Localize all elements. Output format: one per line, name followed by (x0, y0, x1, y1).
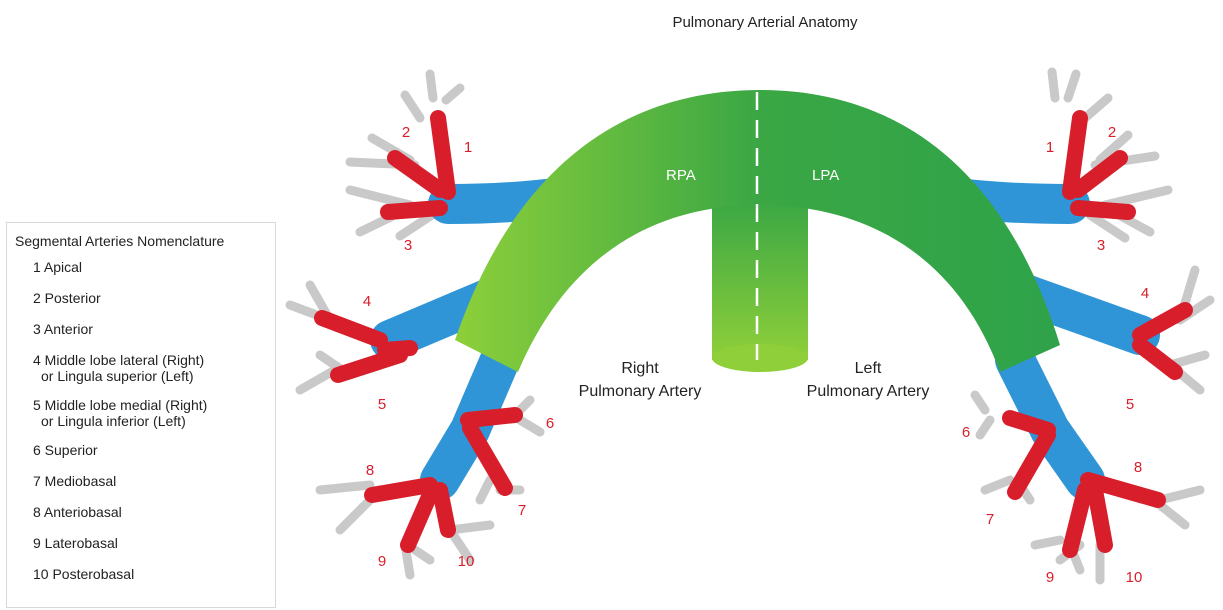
legend-title: Segmental Arteries Nomenclature (15, 233, 224, 249)
left-seg-7-label: 7 (986, 511, 994, 528)
rpa-label: RPA (666, 167, 696, 184)
legend-item: 8 Anteriobasal (33, 504, 207, 520)
lpa-label: LPA (812, 167, 839, 184)
legend-item-text: 4 Middle lobe lateral (Right) (33, 352, 204, 368)
legend-item-text: 2 Posterior (33, 290, 101, 306)
legend-item-text: 5 Middle lobe medial (Right) (33, 397, 207, 413)
legend-item: 10 Posterobasal (33, 566, 207, 582)
left-pa-label-line2: Pulmonary Artery (807, 383, 930, 400)
right-seg-1-label: 1 (464, 139, 472, 156)
left-seg-3-label: 3 (1097, 237, 1105, 254)
legend-item-text-line2: or Lingula inferior (Left) (33, 413, 207, 429)
legend-item: 4 Middle lobe lateral (Right)or Lingula … (33, 352, 207, 384)
left-pa-label-line1: Left (855, 360, 882, 377)
nomenclature-legend: Segmental Arteries Nomenclature 1 Apical… (6, 222, 276, 608)
legend-item-text: 10 Posterobasal (33, 566, 134, 582)
legend-item-text-line2: or Lingula superior (Left) (33, 368, 207, 384)
right-seg-9-label: 9 (378, 553, 386, 570)
right-seg-10-label: 10 (458, 553, 475, 570)
legend-item-text: 1 Apical (33, 259, 82, 275)
left-seg-6-label: 6 (962, 424, 970, 441)
left-seg-9-label: 9 (1046, 569, 1054, 586)
right-pa-label-line1: Right (621, 360, 659, 377)
left-seg-2-label: 2 (1108, 124, 1116, 141)
left-seg-10-label: 10 (1126, 569, 1143, 586)
legend-item: 6 Superior (33, 442, 207, 458)
left-seg-8-label: 8 (1134, 459, 1142, 476)
right-seg-7-label: 7 (518, 502, 526, 519)
pulmonary-trunk (455, 90, 1060, 372)
legend-list: 1 Apical 2 Posterior 3 Anterior 4 Middle… (33, 259, 207, 597)
legend-item-text: 3 Anterior (33, 321, 93, 337)
legend-item-text: 6 Superior (33, 442, 98, 458)
left-seg-5-label: 5 (1126, 396, 1134, 413)
left-seg-4-label: 4 (1141, 285, 1149, 302)
legend-item-text: 7 Mediobasal (33, 473, 116, 489)
right-seg-5-label: 5 (378, 396, 386, 413)
legend-item: 1 Apical (33, 259, 207, 275)
right-seg-2-label: 2 (402, 124, 410, 141)
left-seg-1-label: 1 (1046, 139, 1054, 156)
right-seg-8-label: 8 (366, 462, 374, 479)
legend-item-text: 8 Anteriobasal (33, 504, 122, 520)
legend-item: 9 Laterobasal (33, 535, 207, 551)
right-seg-3-label: 3 (404, 237, 412, 254)
legend-item: 7 Mediobasal (33, 473, 207, 489)
right-seg-4-label: 4 (363, 293, 371, 310)
legend-item: 3 Anterior (33, 321, 207, 337)
legend-item: 2 Posterior (33, 290, 207, 306)
right-pa-label-line2: Pulmonary Artery (579, 383, 702, 400)
legend-item: 5 Middle lobe medial (Right)or Lingula i… (33, 397, 207, 429)
legend-item-text: 9 Laterobasal (33, 535, 118, 551)
right-seg-6-label: 6 (546, 415, 554, 432)
